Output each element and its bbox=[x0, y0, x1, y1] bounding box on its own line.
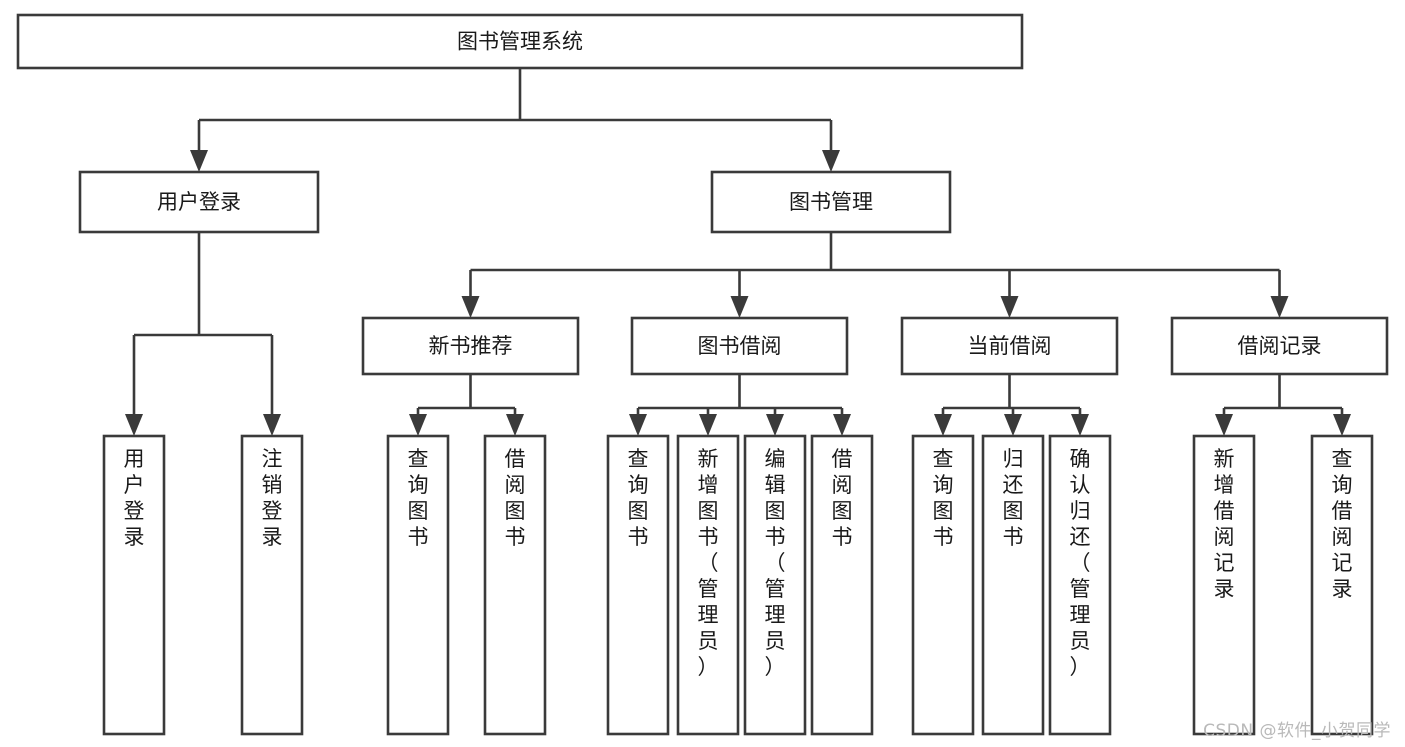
arrow-icon-借阅图书 bbox=[833, 414, 851, 436]
node-label-借阅图书: 借阅图书 bbox=[505, 447, 526, 549]
node-label-确认归还管理员: 确认归还（管理员） bbox=[1070, 447, 1091, 679]
node-box-图书管理系统 bbox=[16, 13, 1024, 70]
connector-layer bbox=[125, 68, 1351, 436]
node-label-图书借阅: 图书借阅 bbox=[698, 334, 782, 358]
node-查询图书: 查询图书 bbox=[606, 434, 670, 736]
arrow-icon-借阅记录 bbox=[1270, 296, 1289, 318]
node-label-借阅记录: 借阅记录 bbox=[1238, 334, 1322, 358]
node-新增借阅记录: 新增借阅记录 bbox=[1192, 434, 1256, 736]
arrow-icon-归还图书 bbox=[1004, 414, 1022, 436]
node-label-图书管理系统: 图书管理系统 bbox=[457, 30, 583, 54]
node-label-查询借阅记录: 查询借阅记录 bbox=[1332, 447, 1353, 601]
node-图书管理: 图书管理 bbox=[710, 170, 952, 234]
node-label-查询图书: 查询图书 bbox=[933, 447, 954, 549]
node-label-查询图书: 查询图书 bbox=[408, 447, 429, 549]
node-label-归还图书: 归还图书 bbox=[1003, 447, 1024, 549]
node-label-查询图书: 查询图书 bbox=[628, 447, 649, 549]
arrow-icon-图书管理 bbox=[822, 150, 840, 172]
node-借阅图书: 借阅图书 bbox=[810, 434, 874, 736]
arrow-icon-当前借阅 bbox=[1000, 296, 1019, 318]
node-box-查询图书 bbox=[386, 434, 450, 736]
node-box-用户登录 bbox=[102, 434, 166, 736]
node-编辑图书管理员: 编辑图书（管理员） bbox=[743, 434, 807, 736]
arrow-icon-编辑图书管理员 bbox=[766, 414, 784, 436]
node-label-借阅图书: 借阅图书 bbox=[832, 447, 853, 549]
node-box-新增图书管理员 bbox=[676, 434, 740, 736]
node-box-新书推荐 bbox=[361, 316, 580, 376]
node-box-用户登录 bbox=[78, 170, 320, 234]
node-label-新增图书管理员: 新增图书（管理员） bbox=[698, 447, 719, 679]
arrow-icon-用户登录 bbox=[125, 414, 143, 436]
node-box-图书管理 bbox=[710, 170, 952, 234]
node-label-新书推荐: 新书推荐 bbox=[429, 334, 513, 358]
arrow-icon-用户登录 bbox=[190, 150, 208, 172]
node-box-借阅记录 bbox=[1170, 316, 1389, 376]
node-借阅图书: 借阅图书 bbox=[483, 434, 547, 736]
node-归还图书: 归还图书 bbox=[981, 434, 1045, 736]
arrow-icon-注销登录 bbox=[263, 414, 281, 436]
arrow-icon-图书借阅 bbox=[730, 296, 749, 318]
node-确认归还管理员: 确认归还（管理员） bbox=[1048, 434, 1112, 736]
node-图书管理系统: 图书管理系统 bbox=[16, 13, 1024, 70]
node-box-归还图书 bbox=[981, 434, 1045, 736]
node-label-当前借阅: 当前借阅 bbox=[968, 334, 1052, 358]
arrow-icon-查询图书 bbox=[934, 414, 952, 436]
node-label-新增借阅记录: 新增借阅记录 bbox=[1214, 447, 1235, 601]
node-box-新增借阅记录 bbox=[1192, 434, 1256, 736]
arrow-icon-查询图书 bbox=[629, 414, 647, 436]
node-label-图书管理: 图书管理 bbox=[789, 190, 873, 214]
node-box-注销登录 bbox=[240, 434, 304, 736]
arrow-icon-确认归还管理员 bbox=[1071, 414, 1089, 436]
node-查询借阅记录: 查询借阅记录 bbox=[1310, 434, 1374, 736]
node-box-查询图书 bbox=[911, 434, 975, 736]
node-用户登录: 用户登录 bbox=[78, 170, 320, 234]
node-layer: 图书管理系统用户登录用户登录注销登录图书管理新书推荐查询图书借阅图书图书借阅查询… bbox=[16, 13, 1389, 736]
node-当前借阅: 当前借阅 bbox=[900, 316, 1119, 376]
node-box-当前借阅 bbox=[900, 316, 1119, 376]
node-注销登录: 注销登录 bbox=[240, 434, 304, 736]
arrow-icon-新增借阅记录 bbox=[1215, 414, 1233, 436]
node-box-查询借阅记录 bbox=[1310, 434, 1374, 736]
node-label-编辑图书管理员: 编辑图书（管理员） bbox=[765, 447, 786, 679]
node-box-确认归还管理员 bbox=[1048, 434, 1112, 736]
node-用户登录: 用户登录 bbox=[102, 434, 166, 736]
node-图书借阅: 图书借阅 bbox=[630, 316, 849, 376]
node-box-编辑图书管理员 bbox=[743, 434, 807, 736]
arrow-icon-查询图书 bbox=[409, 414, 427, 436]
node-box-查询图书 bbox=[606, 434, 670, 736]
node-label-用户登录: 用户登录 bbox=[124, 447, 145, 549]
arrow-icon-新增图书管理员 bbox=[699, 414, 717, 436]
node-label-用户登录: 用户登录 bbox=[157, 190, 241, 214]
arrow-icon-新书推荐 bbox=[461, 296, 480, 318]
node-新书推荐: 新书推荐 bbox=[361, 316, 580, 376]
node-查询图书: 查询图书 bbox=[911, 434, 975, 736]
arrow-icon-借阅图书 bbox=[506, 414, 524, 436]
node-查询图书: 查询图书 bbox=[386, 434, 450, 736]
node-新增图书管理员: 新增图书（管理员） bbox=[676, 434, 740, 736]
arrow-icon-查询借阅记录 bbox=[1333, 414, 1351, 436]
node-box-借阅图书 bbox=[810, 434, 874, 736]
node-box-借阅图书 bbox=[483, 434, 547, 736]
node-label-注销登录: 注销登录 bbox=[262, 447, 283, 549]
node-box-图书借阅 bbox=[630, 316, 849, 376]
node-借阅记录: 借阅记录 bbox=[1170, 316, 1389, 376]
